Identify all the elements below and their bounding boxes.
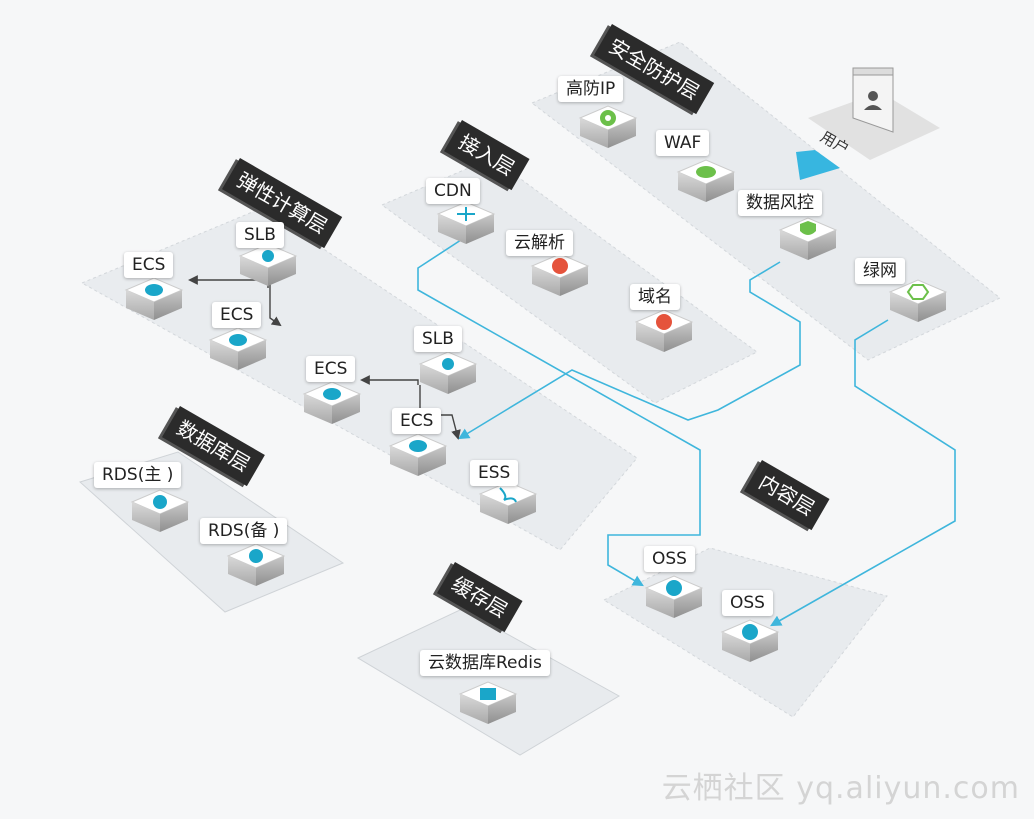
label-rds-backup: RDS(备 ) xyxy=(200,518,288,544)
user-arrow xyxy=(796,150,840,180)
label-ecs-2: ECS xyxy=(212,302,262,328)
slb1-to-ecs2 xyxy=(269,280,282,327)
rds-icon xyxy=(153,495,167,509)
redis-icon xyxy=(480,688,496,700)
oss-icon xyxy=(742,624,758,640)
flow-cdn-to-oss xyxy=(417,237,701,587)
label-anti-ddos: 高防IP xyxy=(558,76,624,102)
box-domain xyxy=(634,309,694,352)
shield-icon xyxy=(800,221,816,235)
slb-icon xyxy=(262,250,274,262)
ess-icon xyxy=(499,487,517,503)
box-waf xyxy=(676,159,736,202)
ecs-icon xyxy=(145,284,163,296)
cdn-icon xyxy=(457,207,475,221)
box-cloud-dns xyxy=(530,253,590,296)
box-anti-ddos xyxy=(578,105,638,148)
label-rds-master: RDS(主 ) xyxy=(94,462,182,488)
user-station xyxy=(796,67,940,180)
oss-icon xyxy=(666,580,682,596)
flow-greennet-to-oss xyxy=(770,319,956,627)
flow-risk-to-ecs xyxy=(458,261,801,440)
label-green-net: 绿网 xyxy=(855,258,905,284)
ecs-icon xyxy=(229,334,247,346)
watermark: 云栖社区 yq.aliyun.com xyxy=(661,771,1020,806)
label-cloud-dns: 云解析 xyxy=(506,230,573,256)
box-risk-control xyxy=(778,217,838,260)
label-risk-control: 数据风控 xyxy=(738,190,822,216)
label-ecs-3: ECS xyxy=(306,356,356,382)
label-ecs-1: ECS xyxy=(124,252,174,278)
box-ecs-3 xyxy=(302,381,362,424)
label-ecs-4: ECS xyxy=(392,408,442,434)
ecs-icon xyxy=(323,388,341,400)
slb-icon xyxy=(442,358,454,370)
box-rds-master xyxy=(130,489,190,532)
box-slb-2 xyxy=(418,351,478,394)
box-ecs-4 xyxy=(388,433,448,476)
label-oss-1: OSS xyxy=(644,546,695,572)
label-slb-1: SLB xyxy=(236,222,284,248)
label-domain: 域名 xyxy=(630,284,680,310)
box-redis xyxy=(458,681,518,724)
ecs-icon xyxy=(409,440,427,452)
network-icon xyxy=(906,284,930,300)
dns-icon xyxy=(552,258,568,274)
box-slb-1 xyxy=(238,243,298,286)
slb2-to-ecs3 xyxy=(360,375,419,385)
box-green-net xyxy=(888,279,948,322)
server-boxes xyxy=(124,105,948,724)
label-waf: WAF xyxy=(656,130,710,156)
label-redis: 云数据库Redis xyxy=(420,650,550,676)
box-ess xyxy=(478,481,538,524)
box-oss-2 xyxy=(720,619,780,662)
flow-lines xyxy=(417,237,956,627)
label-cdn: CDN xyxy=(426,178,480,204)
globe-icon xyxy=(656,314,672,330)
label-ess: ESS xyxy=(470,460,519,486)
box-oss-1 xyxy=(644,575,704,618)
firewall-icon xyxy=(696,166,716,178)
box-ecs-1 xyxy=(124,277,184,320)
box-cdn xyxy=(436,201,496,244)
box-rds-backup xyxy=(226,543,286,586)
label-slb-2: SLB xyxy=(414,326,462,352)
box-ecs-2 xyxy=(208,327,268,370)
rds-icon xyxy=(249,549,263,563)
label-oss-2: OSS xyxy=(722,590,773,616)
